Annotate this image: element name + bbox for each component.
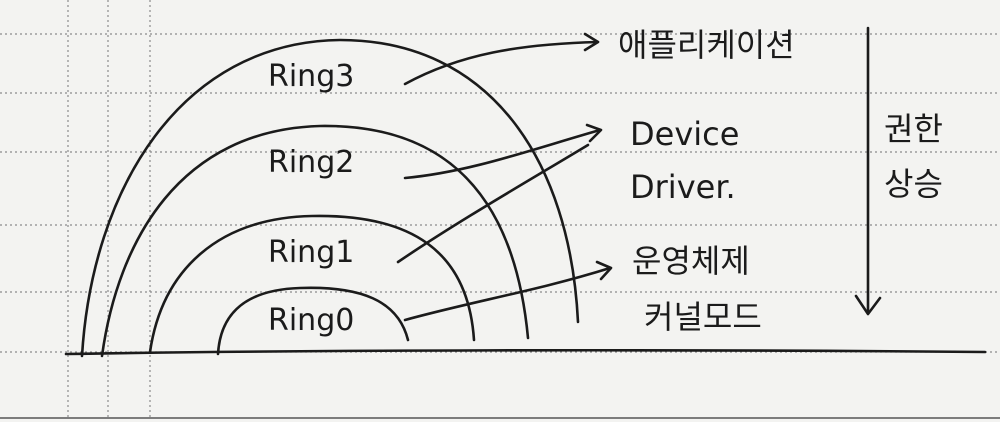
ring0-arc: [216, 286, 410, 356]
ring2-arrowhead: [585, 123, 603, 143]
device-driver-label-line1: Device: [630, 115, 739, 153]
ring1-label: Ring1: [268, 235, 354, 270]
privilege-arrowhead: [854, 294, 882, 316]
ring1-arc: [148, 214, 476, 354]
margin-lines: [67, 0, 151, 418]
os-label-line1: 운영체제: [632, 242, 750, 280]
privilege-label-line2: 상승: [884, 165, 943, 203]
ring0-label: Ring0: [268, 303, 354, 338]
ring2-arc: [100, 124, 530, 358]
ring2-label: Ring2: [268, 145, 354, 180]
ring3-arrow: [403, 40, 600, 86]
ring0-arrow: [403, 266, 612, 322]
device-driver-label-line2: Driver.: [630, 168, 736, 206]
ring0-arrowhead: [595, 260, 613, 281]
privilege-label-line1: 권한: [884, 110, 943, 148]
ring1-arrow: [396, 143, 590, 264]
ring3-arc: [80, 38, 580, 358]
ring3-label: Ring3: [268, 59, 354, 94]
application-label: 애플리케이션: [618, 26, 795, 64]
ring3-arrowhead: [583, 32, 600, 52]
base-line: [64, 348, 987, 356]
os-label-line2: 커널모드: [644, 298, 762, 336]
ring2-arrow: [403, 128, 602, 180]
